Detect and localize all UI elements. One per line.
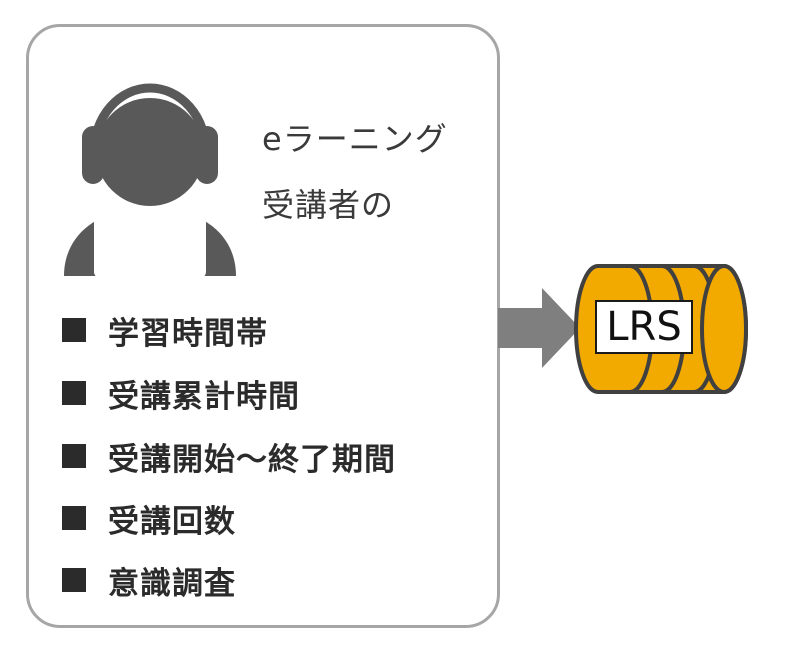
lrs-label: LRS [606,304,682,350]
lrs-label-box: LRS [595,300,693,354]
square-bullet-icon [62,381,86,405]
square-bullet-icon [62,444,86,468]
item-label: 意識調査 [108,565,236,602]
list-item: 意識調査 [62,560,236,602]
learner-title-line-1: eラーニング [262,120,448,158]
square-bullet-icon [62,506,86,530]
item-label: 学習時間帯 [108,315,268,352]
list-item: 受講回数 [62,498,236,540]
item-label: 受講回数 [108,503,236,540]
learner-title-line-2: 受講者の [262,186,395,224]
square-bullet-icon [62,318,86,342]
list-item: 受講開始～終了期間 [62,436,396,478]
item-label: 受講累計時間 [108,378,300,415]
item-label: 受講開始～終了期間 [108,441,396,478]
arrow-right-icon [498,288,580,368]
square-bullet-icon [62,568,86,592]
headset-user-icon [64,83,236,276]
list-item: 学習時間帯 [62,310,268,352]
list-item: 受講累計時間 [62,373,300,415]
